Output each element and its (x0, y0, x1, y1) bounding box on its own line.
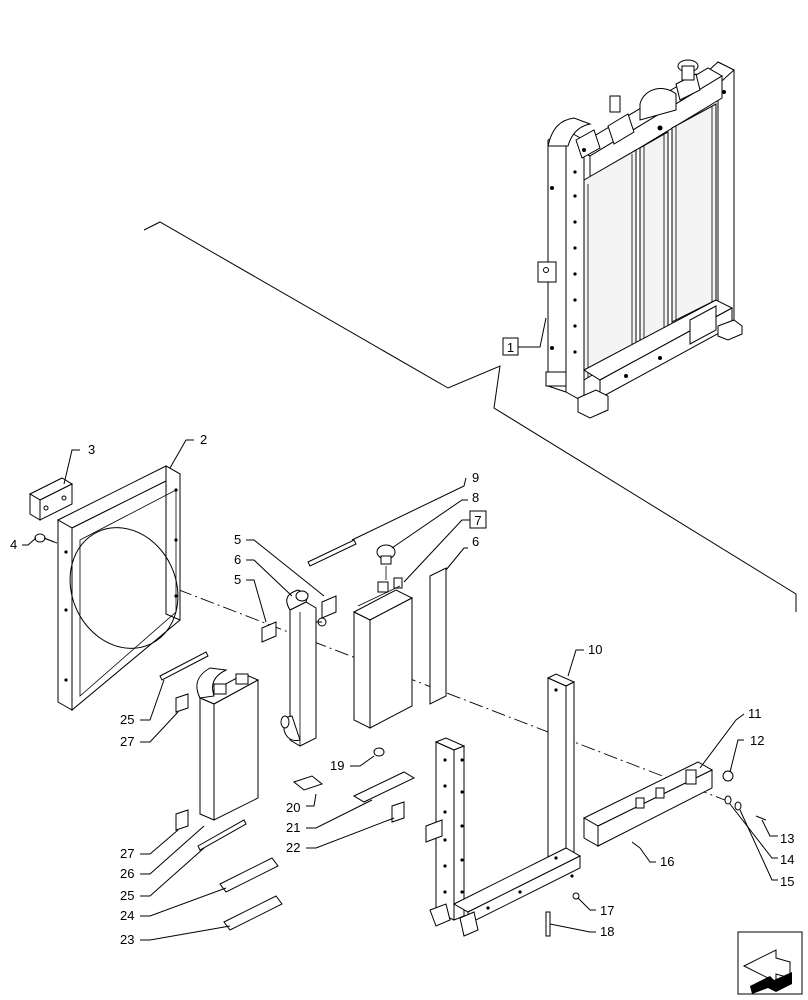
callout-26: 26 (120, 825, 205, 881)
screw-16 (631, 841, 641, 849)
svg-text:26: 26 (120, 866, 134, 881)
tank-7 (352, 577, 414, 729)
callout-24: 24 (120, 887, 227, 923)
callout-22: 22 (286, 817, 395, 855)
svg-text:3: 3 (88, 442, 95, 457)
callout-1: 1 (502, 317, 547, 356)
callout-7: 7 (403, 510, 487, 583)
svg-text:4: 4 (10, 537, 17, 552)
svg-text:18: 18 (600, 924, 614, 939)
pad-27-upper (175, 693, 189, 713)
svg-text:6: 6 (472, 534, 479, 549)
arrow-icon[interactable] (737, 931, 803, 995)
svg-text:14: 14 (780, 852, 794, 867)
callout-20: 20 (286, 793, 317, 815)
callout-2: 2 (169, 432, 207, 469)
svg-text:23: 23 (120, 932, 134, 947)
svg-text:17: 17 (600, 903, 614, 918)
callout-4: 4 (10, 537, 37, 552)
svg-text:7: 7 (474, 513, 481, 528)
seal-19 (373, 747, 385, 757)
intercooler-pipe (280, 589, 327, 747)
callout-5-lower: 5 (234, 572, 267, 623)
washer-15 (734, 801, 742, 811)
separator-line (143, 221, 797, 612)
fan-shroud (56, 465, 182, 712)
callout-6-left: 6 (234, 552, 293, 597)
callout-5-upper: 5 (234, 532, 325, 597)
callout-19: 19 (330, 755, 375, 773)
svg-text:25: 25 (120, 712, 134, 727)
side-frame (425, 673, 582, 937)
pad-5-upper (321, 595, 337, 619)
callout-6-right: 6 (445, 534, 479, 571)
svg-text:27: 27 (120, 734, 134, 749)
pad-21 (352, 771, 416, 803)
svg-text:19: 19 (330, 758, 344, 773)
callout-18: 18 (549, 923, 614, 939)
screw-13 (755, 815, 767, 821)
strip-25-lower (197, 819, 247, 851)
svg-text:15: 15 (780, 874, 794, 889)
radiator-assembly (537, 59, 743, 419)
pad-23 (223, 895, 283, 931)
svg-text:21: 21 (286, 820, 300, 835)
svg-text:9: 9 (472, 470, 479, 485)
pad-20 (292, 775, 324, 791)
bracket-3 (28, 477, 74, 521)
callout-17: 17 (577, 897, 614, 918)
svg-text:2: 2 (200, 432, 207, 447)
callout-3: 3 (63, 442, 95, 485)
nut-12 (722, 770, 734, 782)
callout-25-upper: 25 (120, 679, 165, 727)
callout-15: 15 (739, 809, 794, 889)
strip-25-upper (159, 651, 209, 681)
callout-9: 9 (351, 470, 479, 541)
callout-27-upper: 27 (120, 711, 179, 749)
strip-9 (307, 539, 357, 567)
svg-text:22: 22 (286, 840, 300, 855)
pad-6-right (429, 567, 447, 705)
baffle-plate (582, 761, 714, 847)
svg-text:6: 6 (234, 552, 241, 567)
pad-22 (391, 801, 405, 823)
svg-text:16: 16 (660, 854, 674, 869)
callout-27-lower: 27 (120, 829, 179, 861)
callout-14: 14 (729, 803, 794, 867)
cap-8 (376, 544, 396, 580)
svg-text:25: 25 (120, 888, 134, 903)
svg-text:13: 13 (780, 831, 794, 846)
callout-8: 8 (391, 490, 479, 549)
callout-16: 16 (639, 847, 674, 869)
svg-text:5: 5 (234, 572, 241, 587)
svg-text:11: 11 (748, 706, 762, 721)
svg-text:24: 24 (120, 908, 134, 923)
svg-text:27: 27 (120, 846, 134, 861)
callout-25-lower: 25 (120, 847, 205, 903)
bolt-4 (34, 533, 55, 543)
callout-10: 10 (567, 642, 602, 677)
callout-23: 23 (120, 925, 231, 947)
oil-cooler (196, 667, 260, 821)
callout-12: 12 (729, 733, 764, 773)
svg-text:10: 10 (588, 642, 602, 657)
washer-14 (724, 795, 732, 805)
svg-text:8: 8 (472, 490, 479, 505)
callout-11: 11 (699, 706, 762, 769)
pad-27-lower (175, 809, 189, 831)
pad-24 (219, 857, 279, 893)
callout-21: 21 (286, 799, 373, 835)
callout-13: 13 (761, 819, 794, 846)
svg-text:20: 20 (286, 800, 300, 815)
svg-text:5: 5 (234, 532, 241, 547)
svg-text:12: 12 (750, 733, 764, 748)
svg-text:1: 1 (507, 340, 514, 355)
pad-5-lower (261, 621, 277, 643)
